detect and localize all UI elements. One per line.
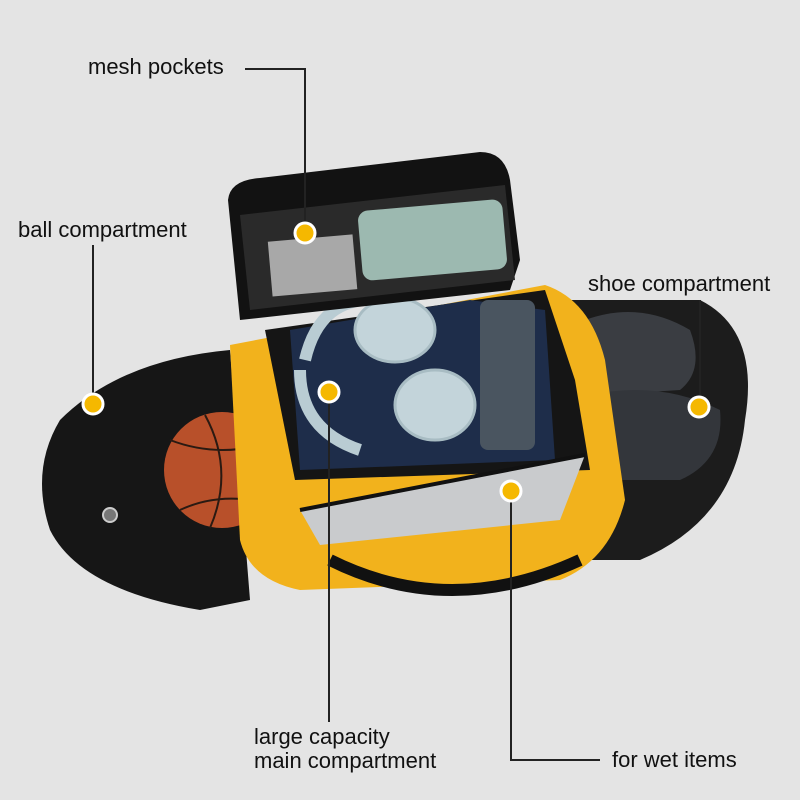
leader-lines bbox=[92, 68, 701, 761]
marker-main bbox=[317, 380, 341, 404]
leader-mesh bbox=[245, 68, 306, 225]
label-main-line1: large capacity bbox=[254, 724, 390, 749]
phone-in-pocket bbox=[358, 199, 507, 281]
card-in-pocket bbox=[267, 234, 358, 297]
leader-wet bbox=[510, 499, 600, 761]
marker-mesh bbox=[293, 221, 317, 245]
marker-wet bbox=[499, 479, 523, 503]
label-main-line2: main compartment bbox=[254, 748, 437, 773]
label-wet-items: for wet items bbox=[612, 747, 737, 772]
marker-shoe bbox=[687, 395, 711, 419]
marker-ball bbox=[81, 392, 105, 416]
handle bbox=[327, 554, 583, 596]
wet-pocket-lining bbox=[300, 455, 585, 545]
label-ball-compartment: ball compartment bbox=[18, 217, 187, 242]
label-mesh-pockets: mesh pockets bbox=[88, 54, 224, 79]
label-shoe-compartment: shoe compartment bbox=[588, 271, 771, 296]
lid bbox=[228, 152, 520, 320]
